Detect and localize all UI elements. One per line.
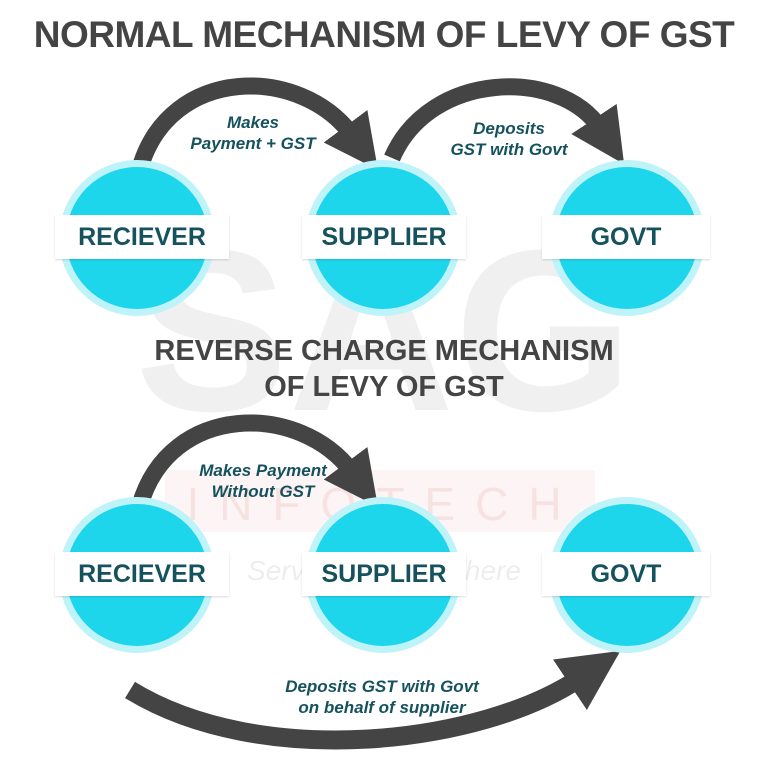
title-line-2: OF LEVY OF GST [264, 371, 504, 403]
arrow-receiver-to-supplier-top [131, 77, 378, 171]
supplier-label-top: SUPPLIER [302, 215, 466, 259]
deposits-gst-label: Deposits GST with Govt [434, 118, 584, 160]
label-line: Makes [227, 113, 279, 132]
title-line-1: REVERSE CHARGE MECHANISM [154, 335, 614, 367]
makes-payment-without-gst-label: Makes Payment Without GST [178, 460, 348, 502]
supplier-label-bottom: SUPPLIER [302, 552, 466, 596]
receiver-label-bottom: RECIEVER [55, 552, 229, 596]
label-line: Deposits [473, 119, 545, 138]
govt-label-top: GOVT [542, 215, 710, 259]
arrow-receiver-to-supplier-bottom [131, 414, 378, 508]
title-reverse-charge-mechanism: REVERSE CHARGE MECHANISM OF LEVY OF GST [0, 333, 768, 405]
label-line: Makes Payment [199, 461, 327, 480]
label-line: Payment + GST [190, 134, 316, 153]
label-line: Without GST [211, 482, 315, 501]
label-line: on behalf of supplier [298, 698, 466, 717]
receiver-label-top: RECIEVER [55, 215, 229, 259]
label-line: GST with Govt [450, 140, 568, 159]
arrow-receiver-to-govt-bottom [125, 650, 621, 750]
makes-payment-gst-label: Makes Payment + GST [178, 112, 328, 154]
govt-label-bottom: GOVT [542, 552, 710, 596]
arrow-supplier-to-govt-top [384, 78, 625, 165]
title-normal-mechanism: NORMAL MECHANISM OF LEVY OF GST [33, 14, 735, 55]
label-line: Deposits GST with Govt [285, 677, 479, 696]
deposits-on-behalf-label: Deposits GST with Govt on behalf of supp… [262, 676, 502, 718]
